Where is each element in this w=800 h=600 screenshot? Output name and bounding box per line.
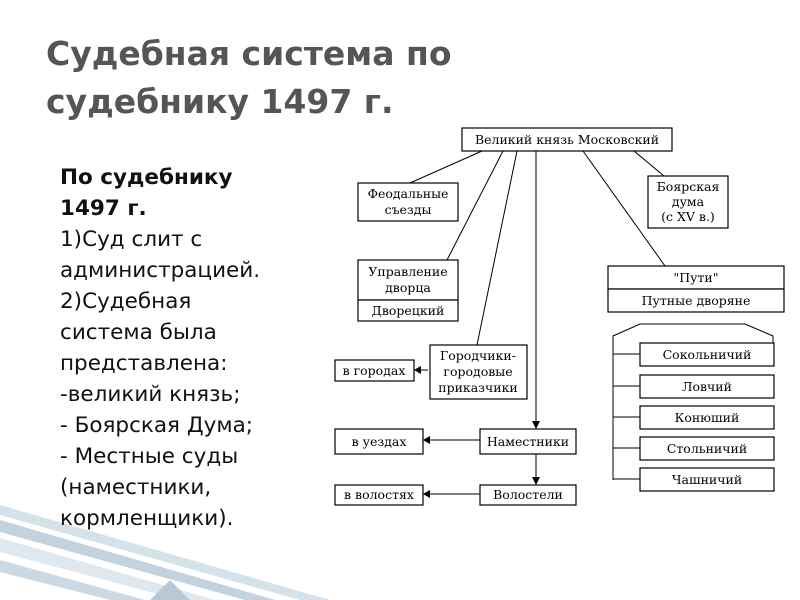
body-line-11: (наместники,: [60, 475, 212, 500]
arrowhead-uezdakh: [423, 436, 430, 444]
node-palace-admin: Управление дворца: [357, 259, 459, 301]
node-konyushiy-label: Конюший: [675, 410, 740, 425]
node-boyar-duma-line-2: дума: [672, 194, 705, 209]
body-line-10: - Местные суды: [60, 444, 239, 469]
body-line-3: 1)Суд слит с: [60, 227, 203, 252]
body-line-4: администрацией.: [60, 258, 261, 283]
node-gorodchiki-line-3: приказчики: [438, 380, 518, 395]
node-feudal-congresses: Феодальные съезды: [357, 182, 459, 222]
arrowheads: [414, 366, 540, 498]
node-dvoretsky: Дворецкий: [357, 299, 459, 322]
node-namestniki-label: Наместники: [487, 434, 569, 449]
node-lovchiy-label: Ловчий: [682, 379, 732, 394]
node-putnye-dvoryane: Путные дворяне: [607, 288, 785, 313]
body-line-1: По судебнику: [60, 165, 233, 190]
node-konyushiy: Конюший: [639, 405, 775, 430]
node-namestniki: Наместники: [479, 428, 577, 455]
node-v-uezdakh-label: в уездах: [352, 434, 407, 449]
node-v-gorodakh: в городах: [334, 359, 415, 382]
node-puti: "Пути": [607, 265, 785, 290]
node-sokolnichiy-label: Сокольничий: [663, 347, 752, 362]
node-dvoretsky-label: Дворецкий: [372, 303, 445, 318]
body-line-2: 1497 г.: [60, 196, 147, 221]
node-boyar-duma-line-1: Боярская: [657, 179, 720, 194]
node-grand-prince-label: Великий князь Московский: [475, 132, 659, 147]
body-text: По судебнику 1497 г. 1)Суд слит с админи…: [60, 162, 330, 534]
node-gorodchiki: Городчики- городовые приказчики: [429, 344, 528, 400]
body-line-8: -великий князь;: [60, 382, 241, 407]
arrowhead-gorodakh: [414, 366, 421, 374]
node-boyar-duma: Боярская дума (с XV в.): [647, 175, 729, 229]
node-palace-admin-line-1: Управление: [368, 264, 447, 279]
body-line-12: кормленщики).: [60, 506, 234, 531]
title-line-1: Судебная система по: [46, 34, 452, 73]
node-puti-label: "Пути": [673, 270, 718, 285]
node-lovchiy: Ловчий: [639, 374, 775, 399]
connectors: [409, 150, 774, 495]
node-v-volostyakh: в волостях: [334, 484, 424, 506]
body-line-6: система была: [60, 320, 217, 345]
node-boyar-duma-line-3: (с XV в.): [661, 209, 715, 224]
node-palace-admin-line-2: дворца: [385, 280, 431, 295]
node-volosteli-label: Волостели: [493, 487, 563, 502]
node-volosteli: Волостели: [479, 484, 577, 506]
node-v-gorodakh-label: в городах: [343, 363, 406, 378]
node-chashnichiy-label: Чашничий: [672, 472, 742, 487]
node-feudal-congresses-line-2: съезды: [385, 202, 432, 217]
node-v-uezdakh: в уездах: [334, 428, 424, 455]
node-gorodchiki-line-1: Городчики-: [440, 348, 516, 363]
node-sokolnichiy: Сокольничий: [639, 342, 775, 367]
arrowhead-volosteli: [532, 477, 540, 485]
arrowhead-namestniki: [532, 421, 540, 429]
node-putnye-dvoryane-label: Путные дворяне: [642, 293, 751, 308]
node-gorodchiki-line-2: городовые: [443, 364, 512, 379]
body-line-5: 2)Судебная: [60, 289, 192, 314]
body-line-9: - Боярская Дума;: [60, 413, 253, 438]
node-chashnichiy: Чашничий: [639, 467, 775, 492]
slide-title: Судебная система по судебнику 1497 г.: [46, 30, 606, 126]
arrowhead-volostyakh: [423, 490, 430, 498]
node-stolnichiy: Стольничий: [639, 436, 775, 461]
title-line-2: судебнику 1497 г.: [46, 82, 394, 121]
body-line-7: представлена:: [60, 351, 228, 376]
node-v-volostyakh-label: в волостях: [344, 487, 414, 502]
node-stolnichiy-label: Стольничий: [667, 441, 747, 456]
node-feudal-congresses-line-1: Феодальные: [368, 186, 449, 201]
node-grand-prince: Великий князь Московский: [461, 127, 673, 152]
